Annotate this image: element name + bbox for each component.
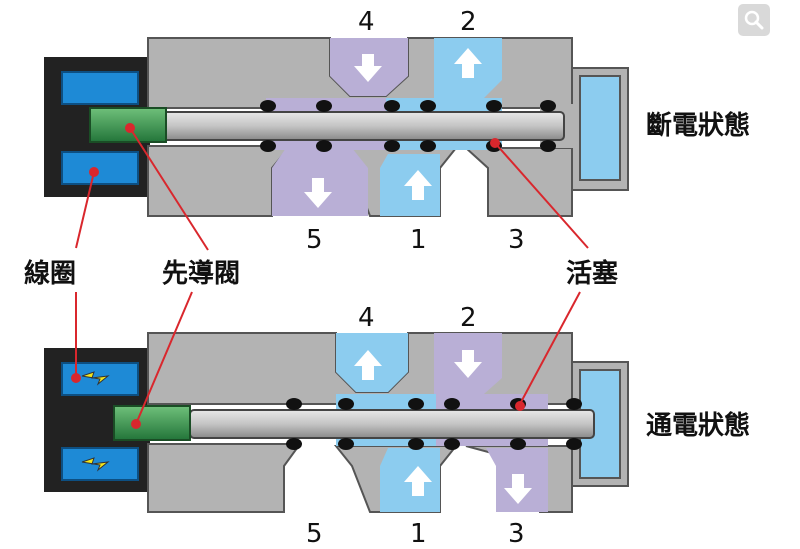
port-4-label: 4 bbox=[358, 7, 375, 37]
port-2-label: 2 bbox=[460, 7, 477, 37]
arrow-down-icon bbox=[304, 178, 332, 208]
o-rings bbox=[286, 398, 582, 450]
arrow-up-icon bbox=[454, 48, 482, 78]
zoom-icon bbox=[744, 10, 764, 30]
port-1-label: 1 bbox=[410, 519, 427, 549]
coil-label: 線圈 bbox=[24, 258, 76, 289]
port-1-label: 1 bbox=[410, 225, 427, 255]
pilot-valve-label: 先導閥 bbox=[162, 258, 240, 289]
state-on-label: 通電狀態 bbox=[646, 410, 750, 441]
piston-rod bbox=[189, 409, 595, 439]
arrow-down-icon bbox=[504, 474, 532, 504]
port-5-label: 5 bbox=[306, 225, 323, 255]
piston-label: 活塞 bbox=[566, 258, 618, 289]
callout-leaders bbox=[71, 123, 589, 429]
port-4-label: 4 bbox=[358, 303, 375, 333]
lightning-icon bbox=[81, 371, 110, 386]
arrow-up-icon bbox=[404, 170, 432, 200]
pilot-valve bbox=[89, 107, 167, 143]
coil bbox=[61, 71, 139, 105]
coil bbox=[61, 151, 139, 185]
port-3-label: 3 bbox=[508, 519, 525, 549]
valve-on bbox=[44, 332, 629, 513]
port-3-label: 3 bbox=[508, 225, 525, 255]
arrow-down-icon bbox=[354, 54, 382, 82]
pilot-valve bbox=[113, 405, 191, 441]
lightning-icon bbox=[81, 457, 110, 472]
port-5-label: 5 bbox=[306, 519, 323, 549]
state-off-label: 斷電狀態 bbox=[646, 110, 750, 141]
arrow-up-icon bbox=[404, 466, 432, 496]
zoom-button[interactable] bbox=[738, 4, 770, 36]
piston-rod bbox=[149, 111, 565, 141]
port-2-label: 2 bbox=[460, 303, 477, 333]
arrow-up-icon bbox=[354, 350, 382, 380]
arrow-down-icon bbox=[454, 350, 482, 378]
